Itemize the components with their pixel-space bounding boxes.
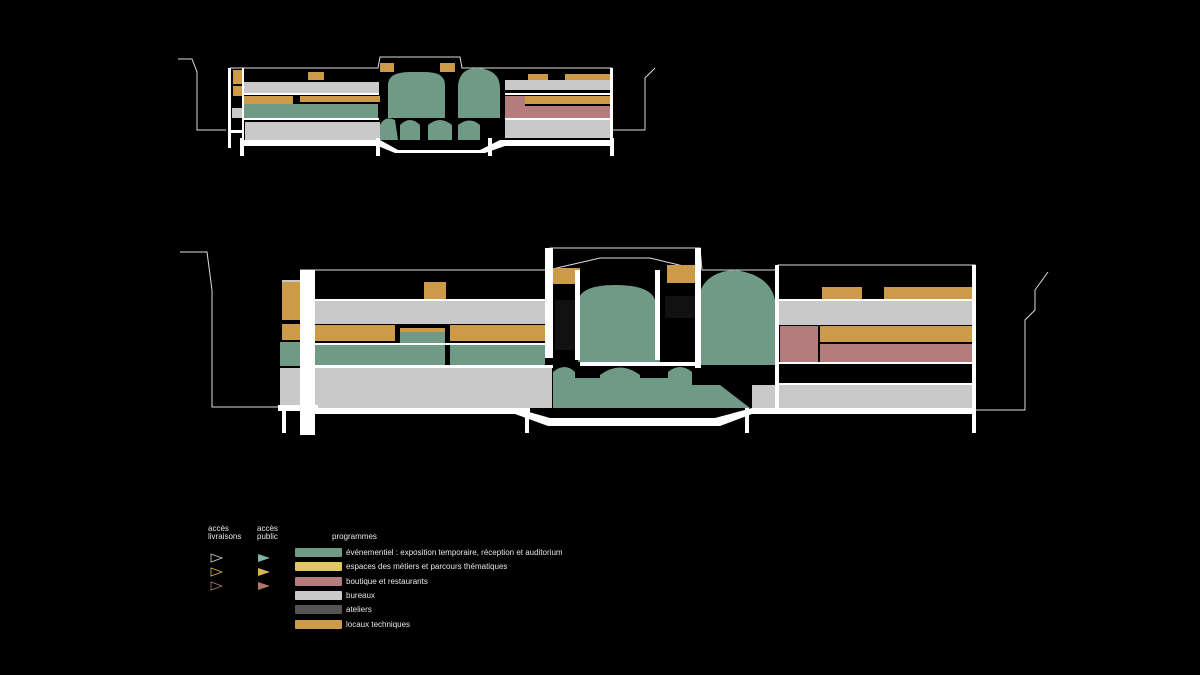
- legend-swatch: [295, 548, 342, 557]
- delivery-arrow-icon: [210, 553, 224, 563]
- public-arrow-icon: [258, 568, 270, 576]
- legend-label: événementiel : exposition temporaire, ré…: [346, 548, 563, 557]
- public-arrow-icon: [258, 554, 270, 562]
- access-delivery-label: accès livraisons: [208, 524, 242, 541]
- legend-label: ateliers: [346, 605, 372, 615]
- legend-swatch: [295, 619, 342, 629]
- delivery-arrow-icon: [210, 567, 224, 577]
- legend-swatch: [295, 562, 342, 572]
- legend-swatch: [295, 590, 342, 600]
- legend-label: bureaux: [346, 590, 375, 600]
- programmes-title: programmes: [332, 532, 377, 541]
- small-building-section: [178, 56, 656, 156]
- public-arrow-icon: [258, 582, 270, 590]
- legend-label: boutique et restaurants: [346, 576, 428, 586]
- legend-swatch: [295, 576, 342, 586]
- access-arrows: [210, 553, 270, 591]
- access-public-label: accès public: [257, 524, 278, 541]
- large-building-section: [180, 247, 1049, 435]
- delivery-arrow-icon: [210, 581, 224, 591]
- legend-label: locaux techniques: [346, 619, 411, 629]
- legend-swatch: [295, 605, 342, 615]
- legend-label: espaces des métiers et parcours thématiq…: [346, 562, 508, 572]
